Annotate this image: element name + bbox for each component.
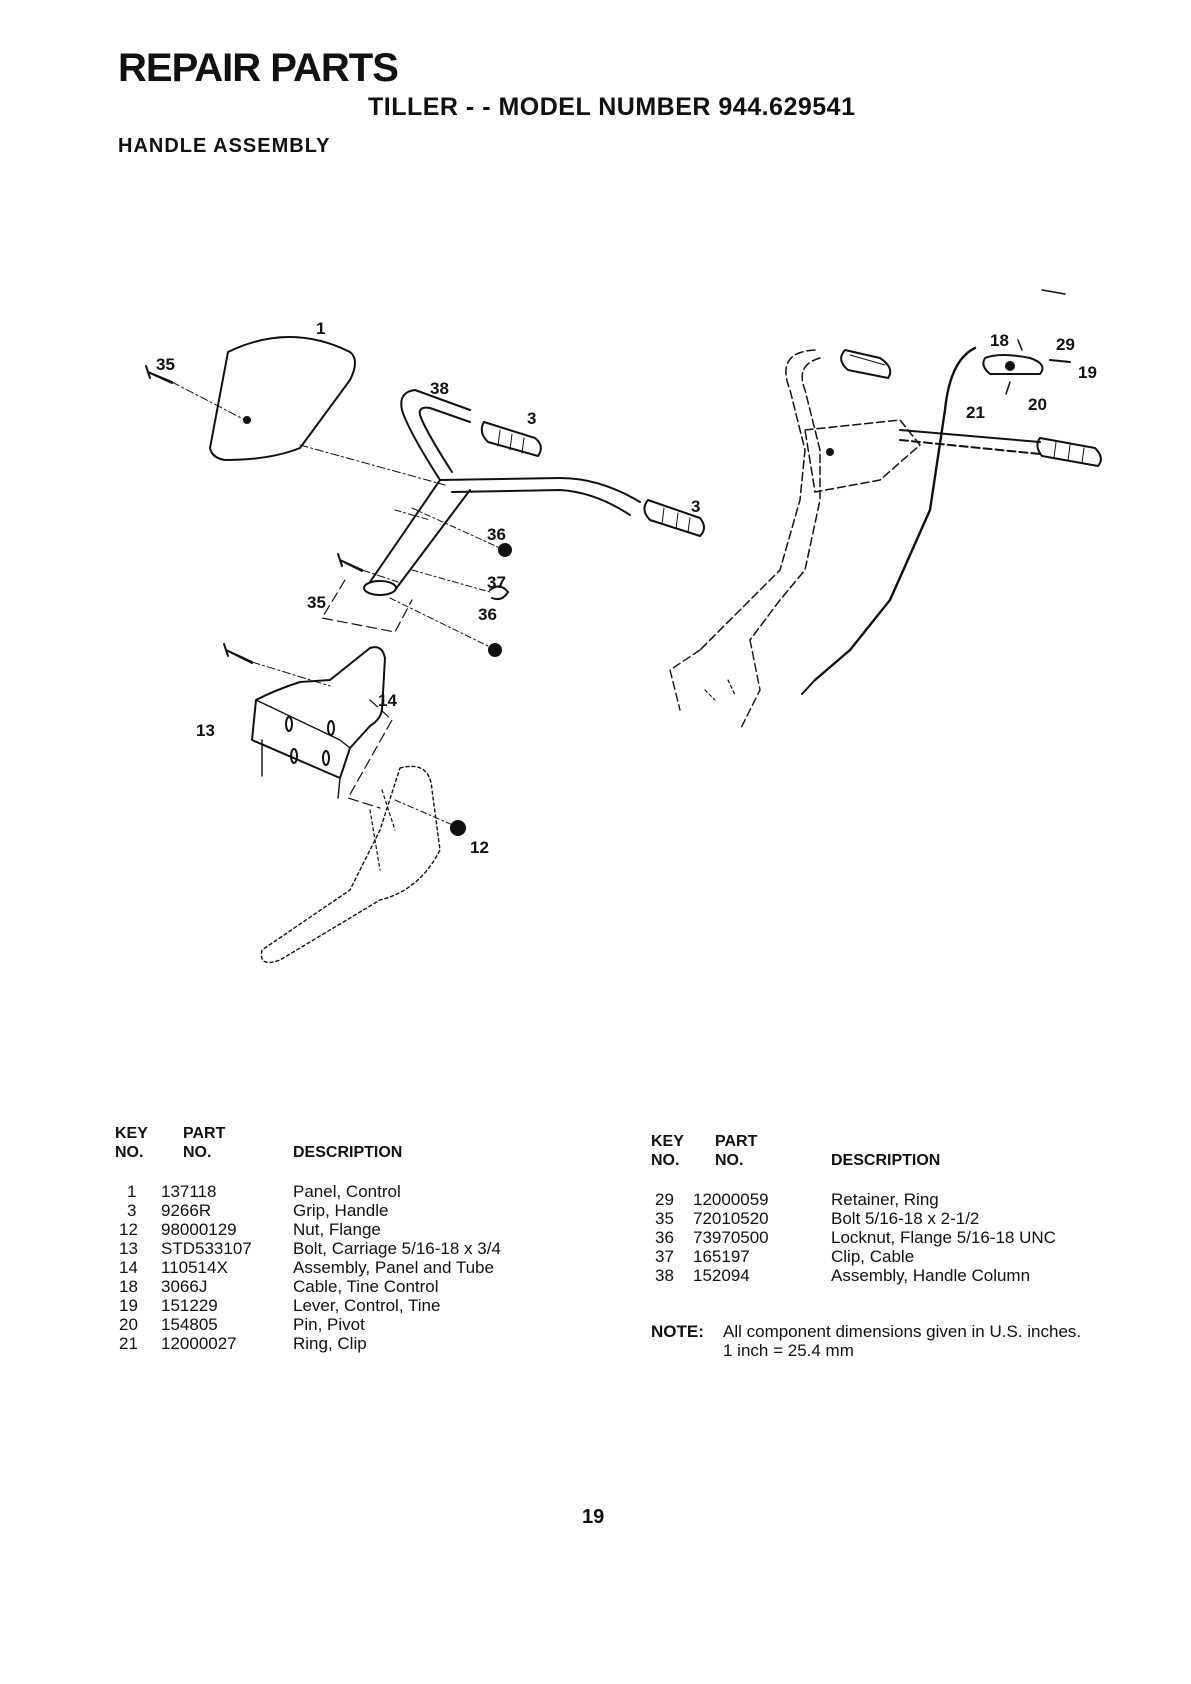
key-no: 36 [655,1228,674,1247]
part-description: Lever, Control, Tine [293,1296,441,1315]
callout-36-upper: 36 [487,525,506,544]
part-header-line2: NO. [183,1144,212,1161]
key-no: 14 [119,1258,138,1277]
carriage-bolt-13-part [223,643,253,664]
cable-clip-part [489,585,509,601]
key-no: 29 [655,1190,674,1209]
callout-3-lower: 3 [691,497,700,516]
parts-table-left: KEY NO. PART NO. DESCRIPTION 1 137118 Pa… [115,1124,595,1384]
part-header-line2: NO. [715,1152,744,1169]
callout-18: 18 [990,331,1009,350]
bolt-35-upper-part [145,365,173,384]
callout-35-lower: 35 [307,593,326,612]
part-no: 98000129 [161,1220,237,1239]
part-no: 72010520 [693,1209,769,1228]
exploded-parts-diagram: 1 35 38 3 3 36 37 35 36 14 13 12 18 29 1… [145,289,1102,964]
key-no: 38 [655,1266,674,1285]
callout-21: 21 [966,403,985,422]
part-description: Bolt, Carriage 5/16-18 x 3/4 [293,1239,501,1258]
key-no: 37 [655,1247,674,1266]
callout-20: 20 [1028,395,1047,414]
handle-column-part [400,389,471,481]
key-no: 35 [655,1209,674,1228]
key-no: 21 [119,1334,138,1353]
part-header-line1: PART [183,1125,226,1142]
part-no: 152094 [693,1266,750,1285]
note-line-2: 1 inch = 25.4 mm [723,1341,854,1360]
callout-37: 37 [487,573,506,592]
page-title: REPAIR PARTS [118,46,399,90]
part-description: Pin, Pivot [293,1315,365,1334]
part-no: 165197 [693,1247,750,1266]
part-description: Retainer, Ring [831,1190,939,1209]
parts-table-right: KEY NO. PART NO. DESCRIPTION 29 12000059… [651,1132,1131,1302]
part-no: 12000027 [161,1334,237,1353]
part-description: Assembly, Handle Column [831,1266,1031,1285]
description-header: DESCRIPTION [293,1144,403,1161]
part-no: 73970500 [693,1228,769,1247]
part-header-line1: PART [715,1133,758,1150]
callout-3-upper: 3 [527,409,536,428]
part-description: Ring, Clip [293,1334,367,1353]
part-no: 154805 [161,1315,218,1334]
locknut-36-upper-part [498,543,512,557]
callout-1: 1 [316,319,325,338]
callout-14: 14 [378,691,397,710]
part-no: 12000059 [693,1190,769,1209]
note-line-1: All component dimensions given in U.S. i… [723,1322,1082,1341]
part-no: 3066J [161,1277,208,1296]
key-no: 19 [119,1296,138,1315]
part-description: Nut, Flange [293,1220,381,1239]
callout-13: 13 [196,721,215,740]
handle-grip-lower-part [643,499,705,537]
callout-38: 38 [430,379,449,398]
part-description: Grip, Handle [293,1201,389,1220]
part-description: Bolt 5/16-18 x 2-1/2 [831,1209,980,1228]
key-no: 18 [119,1277,138,1296]
panel-tube-assembly-part [251,646,386,779]
key-header-line2: NO. [115,1144,144,1161]
key-no: 3 [127,1201,137,1220]
part-no: 9266R [161,1201,212,1220]
locknut-36-lower-part [488,643,502,657]
page-number: 19 [582,1506,605,1528]
bolt-35-lower-part [337,553,363,572]
section-heading: HANDLE ASSEMBLY [118,135,331,157]
control-panel-part [209,336,356,461]
key-no: 1 [127,1182,137,1201]
model-subtitle: TILLER - - MODEL NUMBER 944.629541 [368,93,856,121]
part-description: Cable, Tine Control [293,1277,439,1296]
key-header-line1: KEY [651,1133,684,1150]
part-no: 151229 [161,1296,218,1315]
part-description: Clip, Cable [831,1247,915,1266]
part-description: Panel, Control [293,1182,401,1201]
part-no: STD533107 [161,1239,252,1258]
tine-frame-part [260,765,441,964]
key-header-line2: NO. [651,1152,680,1169]
part-description: Assembly, Panel and Tube [293,1258,494,1277]
part-description: Locknut, Flange 5/16-18 UNC [831,1228,1056,1247]
part-no: 110514X [161,1258,228,1277]
callout-35-upper: 35 [156,355,175,374]
callout-36-lower: 36 [478,605,497,624]
part-no: 137118 [161,1182,217,1201]
tine-control-cable-part [813,346,977,682]
callout-19: 19 [1078,363,1097,382]
key-no: 12 [119,1220,138,1239]
callout-12: 12 [470,838,489,857]
callout-29: 29 [1056,335,1075,354]
key-header-line1: KEY [115,1125,148,1142]
key-no: 13 [119,1239,138,1258]
note-label: NOTE: [651,1322,704,1341]
description-header: DESCRIPTION [831,1152,941,1169]
key-no: 20 [119,1315,138,1334]
handle-grip-upper-part [480,421,542,457]
tine-control-lever-part [982,354,1044,375]
flange-nut-12-part [450,820,466,836]
